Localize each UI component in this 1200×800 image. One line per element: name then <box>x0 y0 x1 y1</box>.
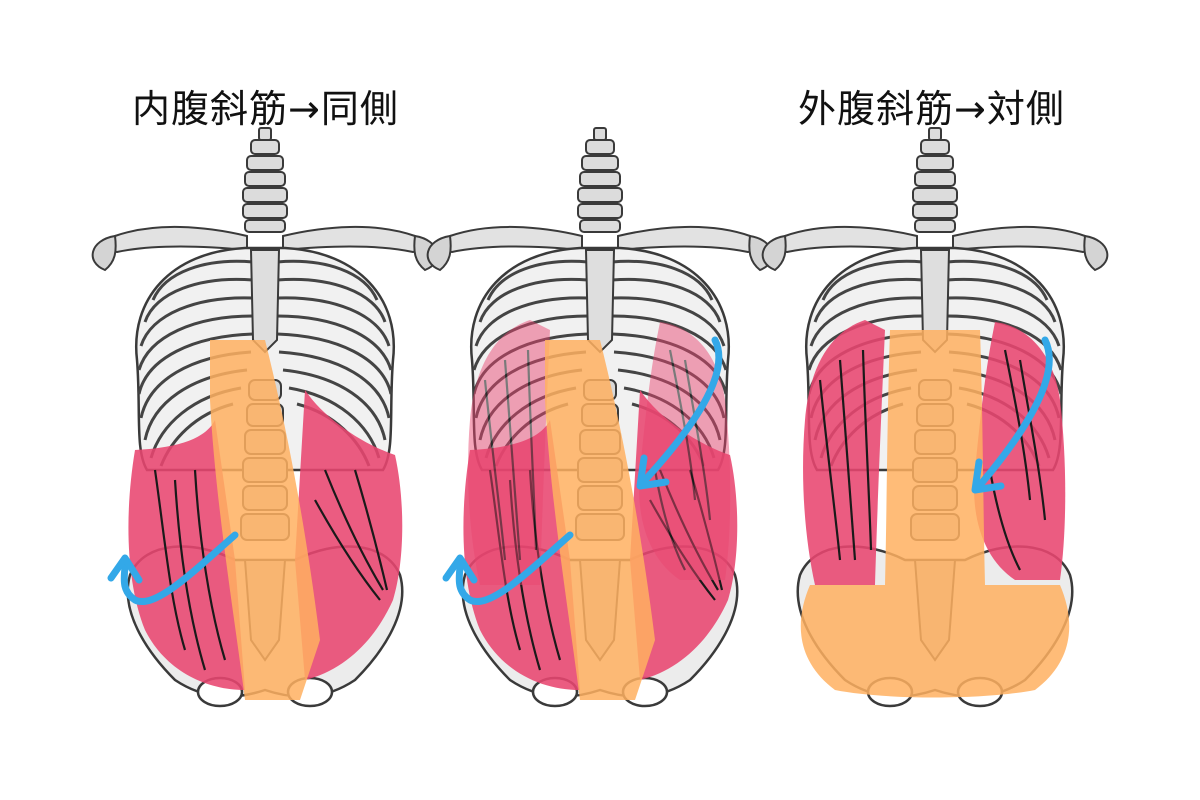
arrow-head <box>971 458 1005 494</box>
caption-internal-oblique: 内腹斜筋→同側 <box>132 87 399 131</box>
rotation-arrow-left <box>455 531 574 605</box>
arrow-head-left <box>442 554 478 584</box>
rotation-arrow <box>120 531 239 605</box>
rotation-arrow <box>976 336 1053 489</box>
figure-internal-oblique <box>91 126 439 708</box>
figure-external-oblique <box>761 126 1109 708</box>
arrow-head-right <box>636 454 670 490</box>
caption-external-oblique: 外腹斜筋→対側 <box>798 87 1065 131</box>
rotation-arrow-right <box>641 336 723 484</box>
figure-combined <box>426 126 774 708</box>
arrow-head <box>107 554 143 584</box>
